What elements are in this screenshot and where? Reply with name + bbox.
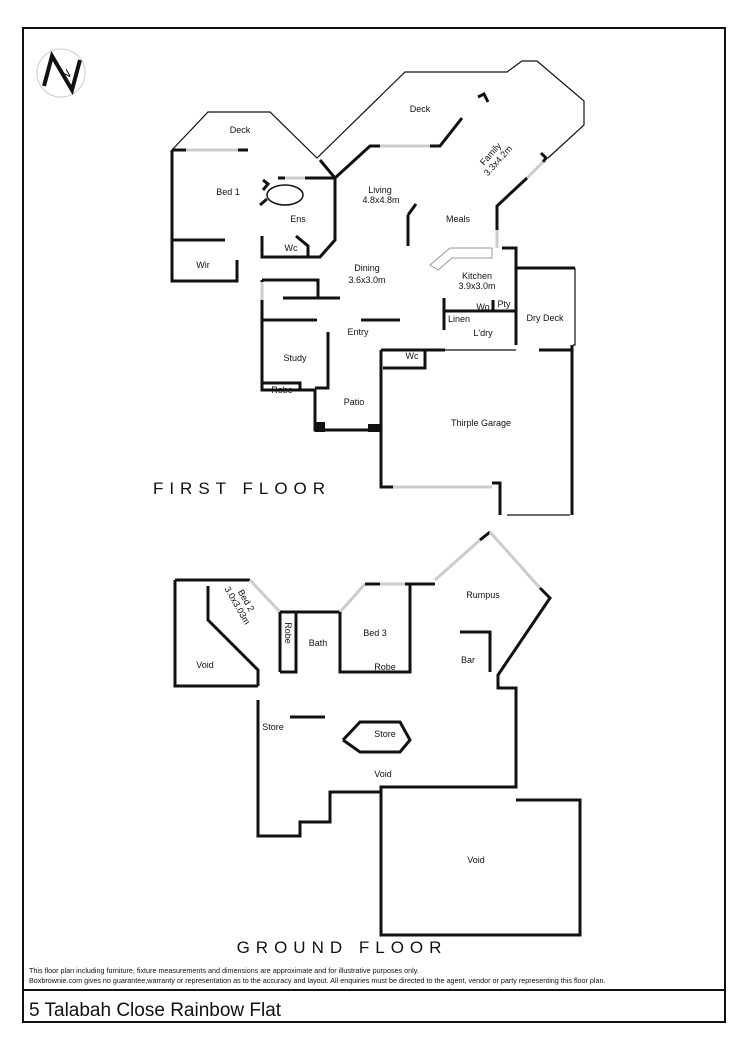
room-label-deck: Deck bbox=[410, 104, 431, 114]
room-label-kitchen: Kitchen bbox=[462, 271, 492, 281]
room-label-void: Void bbox=[374, 769, 392, 779]
room-label-rumpus: Rumpus bbox=[466, 590, 500, 600]
north-arrow-icon: N bbox=[36, 48, 86, 98]
room-label-wc: Wc bbox=[406, 351, 419, 361]
room-label-bar: Bar bbox=[461, 655, 475, 665]
room-label-garage: Thirple Garage bbox=[451, 418, 511, 428]
room-label-study: Study bbox=[283, 353, 307, 363]
room-label-pty: Pty bbox=[497, 299, 511, 309]
plan-frame bbox=[22, 27, 726, 1023]
room-label-ldry: L'dry bbox=[473, 328, 493, 338]
room-label-meals: Meals bbox=[446, 214, 471, 224]
disclaimer-line: This floor plan including furniture, fix… bbox=[29, 966, 419, 975]
room-label-wir: Wir bbox=[196, 260, 210, 270]
room-label-robe: Robe bbox=[374, 662, 396, 672]
room-label-store: Store bbox=[374, 729, 396, 739]
room-dim-kitchen: 3.9x3.0m bbox=[458, 281, 495, 291]
room-dim-dining: 3.6x3.0m bbox=[348, 275, 385, 285]
room-label-void: Void bbox=[467, 855, 485, 865]
room-label-entry: Entry bbox=[347, 327, 369, 337]
room-label-dry-deck: Dry Deck bbox=[526, 313, 564, 323]
first-floor-walls bbox=[170, 60, 585, 516]
room-label-robe: Robe bbox=[271, 385, 293, 395]
room-dim-living: 4.8x4.8m bbox=[362, 195, 399, 205]
room-label-wc: Wc bbox=[285, 243, 298, 253]
room-label-dining: Dining bbox=[354, 263, 380, 273]
room-label-robe: Robe bbox=[283, 622, 293, 644]
room-label-linen: Linen bbox=[448, 314, 470, 324]
room-label-bath: Bath bbox=[309, 638, 328, 648]
room-label-bed1: Bed 1 bbox=[216, 187, 240, 197]
room-label-store: Store bbox=[262, 722, 284, 732]
ground-floor-walls bbox=[173, 530, 582, 937]
property-address: 5 Talabah Close Rainbow Flat bbox=[29, 1000, 282, 1021]
disclaimer: This floor plan including furniture, fix… bbox=[29, 966, 606, 986]
room-label-void: Void bbox=[196, 660, 214, 670]
ground-floor-heading: GROUND FLOOR bbox=[237, 938, 448, 957]
room-label-wo: Wo bbox=[476, 302, 489, 312]
room-label-ens: Ens bbox=[290, 214, 306, 224]
disclaimer-line: Boxbrownie.com gives no guarantee,warran… bbox=[29, 976, 606, 985]
room-label-bed3: Bed 3 bbox=[363, 628, 387, 638]
first-floor-heading: FIRST FLOOR bbox=[153, 479, 331, 498]
room-label-living: Living bbox=[368, 185, 392, 195]
footer-divider bbox=[22, 989, 726, 991]
room-label-patio: Patio bbox=[344, 397, 365, 407]
room-label-deck: Deck bbox=[230, 125, 251, 135]
